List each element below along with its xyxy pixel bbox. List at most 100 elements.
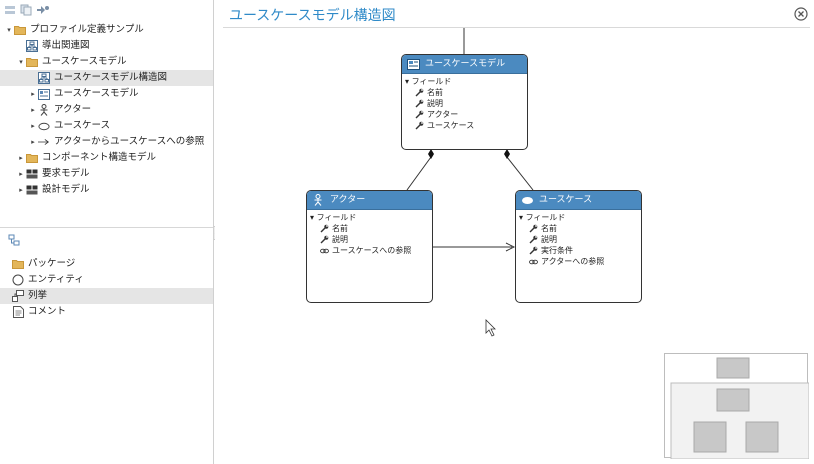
collapse-all-icon[interactable] <box>4 4 16 16</box>
field-name: 実行条件 <box>541 246 573 255</box>
composition-connector-usecase <box>506 156 534 191</box>
palette-item-label: コメント <box>28 306 67 317</box>
collapsed-chevron-icon[interactable]: ▸ <box>31 138 35 146</box>
block-icon <box>26 168 38 180</box>
field-section-header[interactable]: ▾ フィールド <box>405 77 452 86</box>
node-header: ユースケースモデル <box>402 55 527 74</box>
diagram-icon <box>38 72 50 84</box>
diagram-icon <box>26 40 38 52</box>
composition-diamond-usecase <box>504 149 510 159</box>
field-name: 名前 <box>427 88 443 97</box>
node-title: アクター <box>330 194 366 205</box>
field-row[interactable]: 説明 <box>402 98 527 109</box>
minimap-node <box>716 357 750 379</box>
field-row[interactable]: 実行条件 <box>516 245 641 256</box>
field-row[interactable]: 名前 <box>516 223 641 234</box>
palette-item[interactable]: 列挙 <box>0 288 213 304</box>
field-name: ユースケースへの参照 <box>332 246 412 255</box>
tree-item[interactable]: ▾ ユースケースモデル <box>0 54 213 70</box>
field-name: ユースケース <box>427 121 475 130</box>
tree-item[interactable]: ▸アクターからユースケースへの参照 <box>0 134 213 150</box>
wrench-icon <box>320 235 329 244</box>
tree-item[interactable]: ▸ ユースケースモデル <box>0 86 213 102</box>
collapsed-chevron-icon[interactable]: ▸ <box>19 186 23 194</box>
tree-item[interactable]: ユースケースモデル構造図 <box>0 70 213 86</box>
palette-item[interactable]: エンティティ <box>0 272 213 288</box>
field-row[interactable]: 名前 <box>307 223 432 234</box>
minimap-node <box>693 421 727 453</box>
tree-item[interactable]: ▸ ユースケース <box>0 118 213 134</box>
field-section-header[interactable]: ▾ フィールド <box>310 213 357 222</box>
tree-item-label: ユースケース <box>54 120 111 131</box>
expanded-chevron-icon[interactable]: ▾ <box>7 26 11 34</box>
actor-icon <box>38 104 50 116</box>
node-title: ユースケースモデル <box>425 58 506 69</box>
node-header: ユースケース <box>516 191 641 210</box>
field-name: 説明 <box>427 99 443 108</box>
circle-icon <box>12 274 24 286</box>
copy-icon[interactable] <box>20 4 32 16</box>
expanded-chevron-icon[interactable]: ▾ <box>19 58 23 66</box>
wrench-icon <box>415 99 424 108</box>
tree-item-label: 要求モデル <box>42 168 90 179</box>
palette-layout-icon[interactable] <box>8 234 20 246</box>
tree-item[interactable]: 導出関連図 <box>0 38 213 54</box>
field-row[interactable]: 説明 <box>307 234 432 245</box>
diagram-canvas[interactable] <box>215 0 814 464</box>
wrench-icon <box>529 224 538 233</box>
tree-item-label: プロファイル定義サンプル <box>30 24 144 35</box>
tree-item[interactable]: ▸アクター <box>0 102 213 118</box>
field-row[interactable]: アクター <box>402 109 527 120</box>
link-editor-icon[interactable] <box>36 4 49 16</box>
field-row[interactable]: ユースケースへの参照 <box>307 245 432 256</box>
field-section-header[interactable]: ▾ フィールド <box>519 213 566 222</box>
wrench-icon <box>320 224 329 233</box>
tree-item[interactable]: ▸ 要求モデル <box>0 166 213 182</box>
wrench-icon <box>529 246 538 255</box>
node-actor[interactable]: アクター ▾ フィールド 名前説明ユースケースへの参照 <box>306 190 433 303</box>
collapsed-chevron-icon[interactable]: ▸ <box>31 90 35 98</box>
tree-item-label: 設計モデル <box>42 184 90 195</box>
field-name: 名前 <box>541 224 557 233</box>
node-usecase-model[interactable]: ユースケースモデル ▾ フィールド 名前説明アクターユースケース <box>401 54 528 150</box>
node-title: ユースケース <box>539 194 593 205</box>
model-tree: ▾プロファイル定義サンプル導出関連図▾ユースケースモデルユースケースモデル構造図… <box>0 22 213 198</box>
explorer-toolbar <box>4 2 49 18</box>
field-name: 説明 <box>332 235 348 244</box>
link-icon <box>529 257 538 266</box>
folder-icon <box>12 258 24 270</box>
tree-item[interactable]: ▸コンポーネント構造モデル <box>0 150 213 166</box>
collapsed-chevron-icon[interactable]: ▸ <box>19 170 23 178</box>
field-row[interactable]: 説明 <box>516 234 641 245</box>
palette-item[interactable]: パッケージ <box>0 256 213 272</box>
field-name: 名前 <box>332 224 348 233</box>
collapsed-chevron-icon[interactable]: ▸ <box>19 154 23 162</box>
node-usecase[interactable]: ユースケース ▾ フィールド 名前説明実行条件アクターへの参照 <box>515 190 642 303</box>
collapsed-chevron-icon[interactable]: ▸ <box>31 106 35 114</box>
arrow-icon <box>38 136 50 148</box>
field-row[interactable]: 名前 <box>402 87 527 98</box>
field-name: アクター <box>427 110 459 119</box>
ellipse-icon <box>520 194 534 206</box>
palette-item-label: 列挙 <box>28 290 48 301</box>
field-list: 名前説明アクターユースケース <box>402 87 527 131</box>
wrench-icon <box>415 88 424 97</box>
field-row[interactable]: アクターへの参照 <box>516 256 641 267</box>
folder-icon <box>14 24 26 36</box>
tree-item[interactable]: ▾ プロファイル定義サンプル <box>0 22 213 38</box>
diagram-overview-minimap[interactable] <box>664 353 810 460</box>
close-icon[interactable] <box>794 7 808 21</box>
diagram-title: ユースケースモデル構造図 <box>229 8 396 24</box>
pane-divider <box>0 227 213 228</box>
palette-item-label: パッケージ <box>28 258 76 269</box>
palette-item[interactable]: コメント <box>0 304 213 320</box>
field-name: アクターへの参照 <box>541 257 605 266</box>
reference-arrowhead <box>505 242 516 252</box>
tree-item-label: ユースケースモデル <box>54 88 139 99</box>
tree-item-label: ユースケースモデル <box>42 56 127 67</box>
tree-item[interactable]: ▸ 設計モデル <box>0 182 213 198</box>
collapsed-chevron-icon[interactable]: ▸ <box>31 122 35 130</box>
field-row[interactable]: ユースケース <box>402 120 527 131</box>
class-icon <box>38 88 50 100</box>
element-palette: パッケージエンティティ列挙コメント <box>0 256 213 320</box>
